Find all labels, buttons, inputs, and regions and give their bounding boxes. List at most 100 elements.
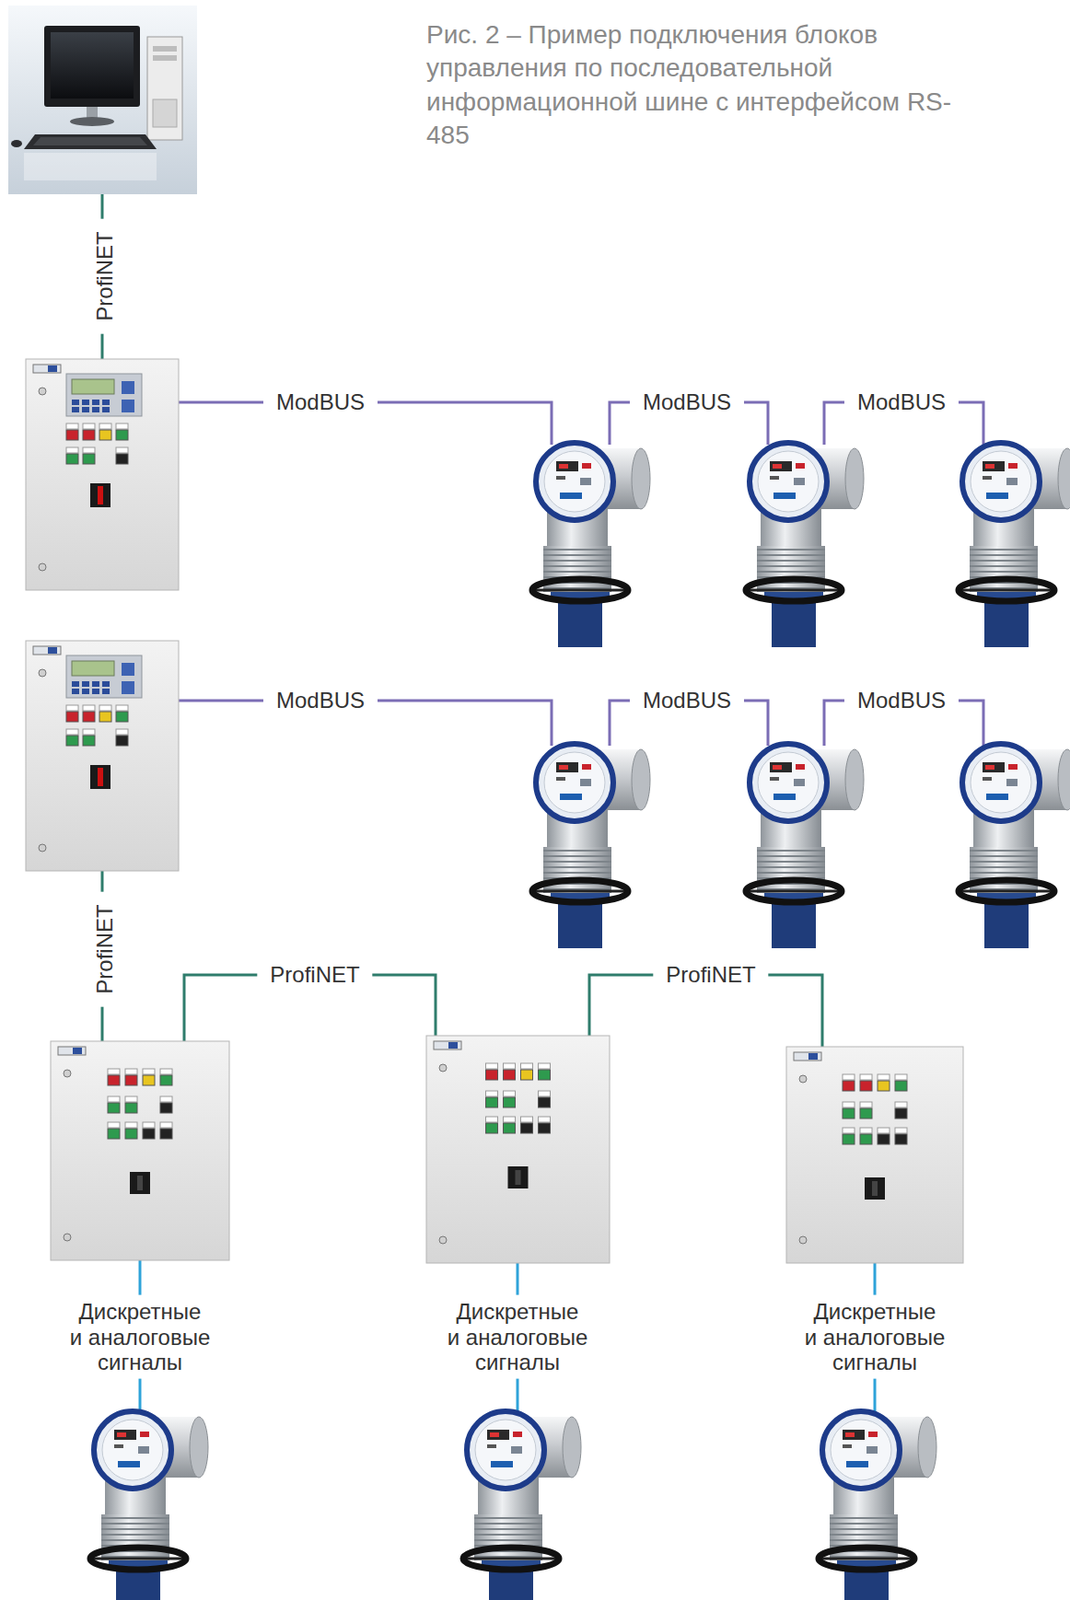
handwheel — [532, 880, 629, 903]
indicator-cap — [538, 1091, 551, 1097]
indicator-light — [160, 1128, 173, 1140]
cabinet-logo — [33, 364, 61, 373]
operator-panel — [66, 373, 142, 417]
body-end — [845, 749, 864, 811]
actuator-bellows — [474, 1514, 543, 1561]
bus-wires — [102, 194, 984, 1414]
actuator-bellows — [756, 847, 826, 894]
display-digits — [558, 464, 569, 469]
wheel-spoke — [745, 589, 842, 593]
wheel-spoke — [958, 589, 1055, 593]
head-logo — [559, 492, 582, 500]
bellows-ridge — [756, 548, 826, 551]
bellows-ridge — [474, 1523, 543, 1525]
head-face — [757, 451, 819, 512]
body-end — [562, 1417, 582, 1478]
head-led — [512, 1431, 523, 1438]
cabinet-door — [50, 1041, 230, 1261]
head-mark — [487, 1444, 497, 1449]
indicator-light — [877, 1081, 890, 1092]
panel-key — [71, 407, 80, 413]
indicator-light — [99, 430, 112, 441]
monitor-screen — [50, 32, 134, 99]
bellows-ridge — [969, 559, 1038, 562]
head-mark — [982, 777, 992, 781]
network-label: ProfiNET — [256, 961, 373, 989]
indicator-cap — [116, 447, 128, 454]
head-display — [556, 762, 579, 773]
cabinet-logo-mark — [47, 365, 58, 373]
cabinet-logo-mark — [72, 1047, 82, 1055]
bellows-ridge — [756, 849, 826, 852]
switch-handle — [97, 486, 104, 505]
door-lock — [38, 844, 47, 852]
indicator-light — [107, 1103, 120, 1114]
cabinet-logo — [433, 1041, 462, 1050]
bus-label: ModBUS — [844, 686, 959, 715]
figure-caption: Рис. 2 – Пример подключения блоков управ… — [426, 18, 966, 153]
indicator-cap — [895, 1074, 908, 1081]
bus-label: ModBUS — [844, 388, 959, 417]
panel-key — [92, 688, 100, 695]
indicator-light — [895, 1081, 908, 1092]
head-led — [139, 1431, 150, 1438]
electric-actuator — [958, 442, 1070, 648]
indicator-cap — [160, 1096, 173, 1103]
head-logo — [986, 492, 1009, 500]
head-display — [982, 461, 1005, 472]
actuator-base — [984, 900, 1029, 949]
indicator-light — [142, 1128, 155, 1140]
bellows-ridge — [543, 849, 612, 852]
electric-actuator — [818, 1411, 937, 1600]
head-led — [581, 463, 592, 469]
indicator-light — [66, 430, 79, 441]
bellows-ridge — [756, 860, 826, 863]
indicator-cap — [107, 1122, 120, 1129]
signal-label: Дискретные и аналоговые сигналы — [54, 1295, 227, 1380]
display-digits — [772, 464, 782, 469]
indicator-light — [521, 1070, 534, 1081]
head-button — [1006, 477, 1018, 486]
body-end — [1058, 749, 1070, 811]
indicator-cap — [82, 447, 95, 454]
head-face — [970, 451, 1032, 512]
bellows-ridge — [969, 849, 1038, 852]
panel-key — [92, 681, 100, 687]
head-led — [868, 1431, 878, 1438]
cabinet-logo — [793, 1052, 822, 1061]
wheel-spoke — [532, 589, 629, 593]
actuator-head — [749, 744, 827, 822]
panel-arrows — [121, 381, 135, 395]
wheel-spoke — [90, 1558, 187, 1561]
actuator-head — [93, 1411, 172, 1489]
head-logo — [846, 1461, 869, 1468]
actuator-head — [535, 744, 614, 822]
display-digits — [772, 765, 782, 770]
bellows-ridge — [543, 554, 612, 557]
bellows-ridge — [756, 866, 826, 869]
electric-actuator — [463, 1411, 582, 1600]
indicator-light — [842, 1108, 855, 1119]
indicator-cap — [116, 423, 128, 430]
signal-label: Дискретные и аналоговые сигналы — [789, 1295, 962, 1380]
bellows-ridge — [474, 1534, 543, 1536]
head-logo — [117, 1461, 140, 1468]
indicator-light — [66, 711, 79, 722]
actuator-base — [771, 900, 816, 949]
head-logo — [986, 793, 1009, 801]
indicator-light — [82, 430, 95, 441]
indicator-light — [125, 1103, 138, 1114]
actuator-head — [466, 1411, 545, 1489]
indicator-light — [895, 1108, 908, 1119]
indicator-light — [842, 1134, 855, 1145]
bellows-ridge — [543, 570, 612, 573]
cabinet-logo — [33, 646, 61, 655]
indicator-cap — [116, 729, 128, 735]
body-end — [631, 448, 651, 510]
cabinet-logo — [58, 1046, 86, 1056]
actuator-base — [984, 599, 1029, 648]
panel-key — [102, 688, 110, 695]
bellows-ridge — [829, 1517, 898, 1520]
cabinet-door — [426, 1035, 610, 1264]
